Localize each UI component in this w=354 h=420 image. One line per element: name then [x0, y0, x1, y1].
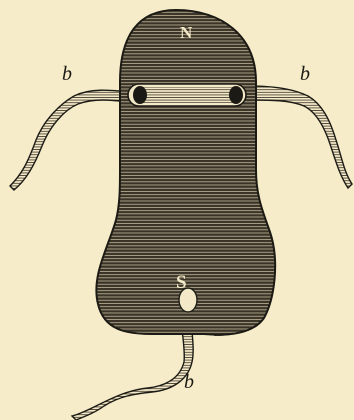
north-pole-label: N [180, 23, 193, 42]
right-band [250, 86, 352, 188]
left-band [10, 90, 130, 190]
band-left-label: b [62, 63, 72, 85]
band-bottom-label: b [184, 371, 194, 393]
band-slot [128, 84, 246, 106]
band-right-label: b [300, 63, 310, 85]
south-pole-label: S [176, 272, 187, 293]
